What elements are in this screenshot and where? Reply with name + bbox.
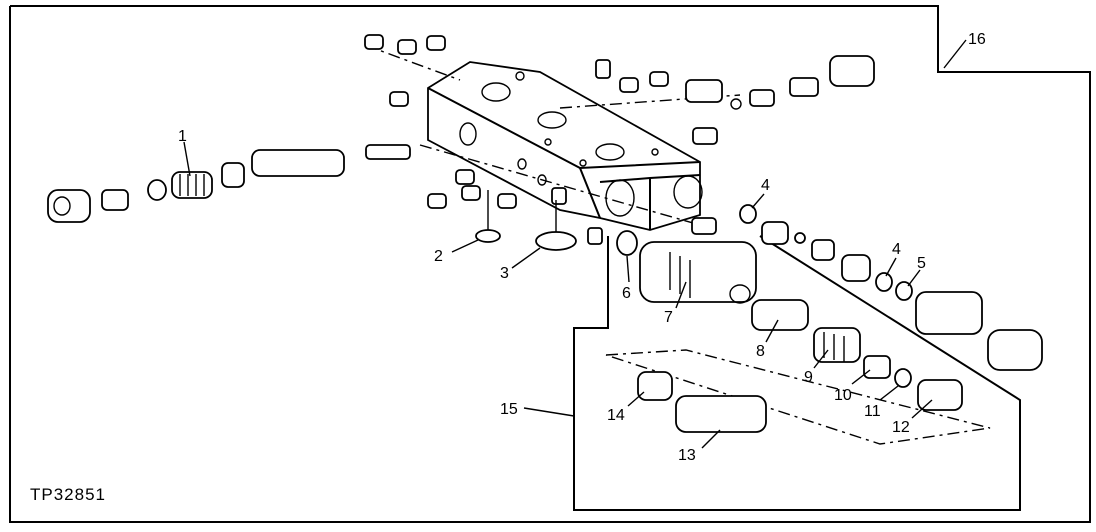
callout-8: 8 [756, 343, 765, 360]
callout-9: 9 [804, 369, 813, 386]
callout-15: 15 [500, 401, 518, 418]
o-ring-3 [535, 231, 577, 251]
centerline-left [364, 44, 461, 81]
figure-code: TP32851 [30, 485, 106, 504]
top-plugs [364, 34, 875, 145]
callout-6: 6 [622, 285, 631, 302]
callout-16: 16 [968, 31, 986, 48]
centerline-lower [605, 349, 991, 445]
callout-4a: 4 [761, 177, 770, 194]
callout-1: 1 [178, 128, 187, 145]
callout-5: 5 [917, 255, 926, 272]
callout-12: 12 [892, 419, 910, 436]
lower-left-plugs [427, 158, 603, 245]
right-side-parts [691, 204, 1043, 371]
leader-lines [183, 39, 967, 449]
callout-4b: 4 [892, 241, 901, 258]
callout-11: 11 [864, 403, 881, 420]
assembly-boundary-15 [573, 235, 1021, 511]
assembly-boundary-16 [9, 5, 1091, 523]
callout-7: 7 [664, 309, 673, 326]
callout-13: 13 [678, 447, 696, 464]
callout-labels: 1 2 3 4 4 5 6 7 8 9 10 11 12 13 14 15 16 [178, 31, 986, 464]
callout-2: 2 [434, 248, 443, 265]
callout-14: 14 [607, 407, 625, 424]
callout-3: 3 [500, 265, 509, 282]
callout-10: 10 [834, 387, 852, 404]
valve-housing [427, 61, 703, 231]
seal-2 [475, 229, 501, 243]
centerline-spool [419, 144, 701, 226]
left-spool-parts [47, 144, 411, 223]
spool-group-15 [616, 230, 963, 433]
